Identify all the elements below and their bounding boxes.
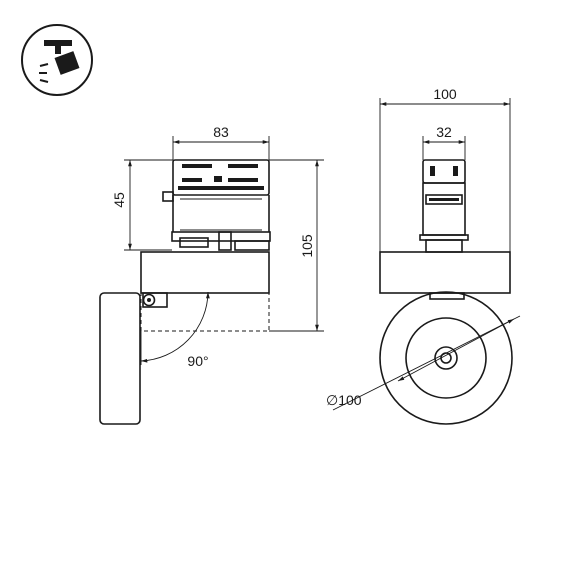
track-adapter — [162, 159, 271, 251]
track-spotlight-icon — [21, 24, 93, 96]
arm — [140, 251, 270, 332]
dim-label-diameter: ∅100 — [326, 392, 362, 408]
lamp-body — [99, 292, 141, 425]
rotation-arc — [140, 291, 210, 363]
front-view — [332, 98, 521, 425]
side-view — [99, 136, 324, 425]
dim-label-adapter-height: 45 — [111, 192, 127, 208]
dim-label-front-width: 100 — [433, 86, 457, 102]
dim-label-side-width: 83 — [213, 124, 229, 140]
lamp-face — [379, 291, 513, 425]
front-arm — [379, 251, 511, 294]
dim-label-total-height: 105 — [299, 234, 315, 258]
front-adapter — [419, 159, 469, 253]
dim-label-adapter-width: 32 — [436, 124, 452, 140]
dim-label-rotation-angle: 90° — [187, 353, 208, 369]
